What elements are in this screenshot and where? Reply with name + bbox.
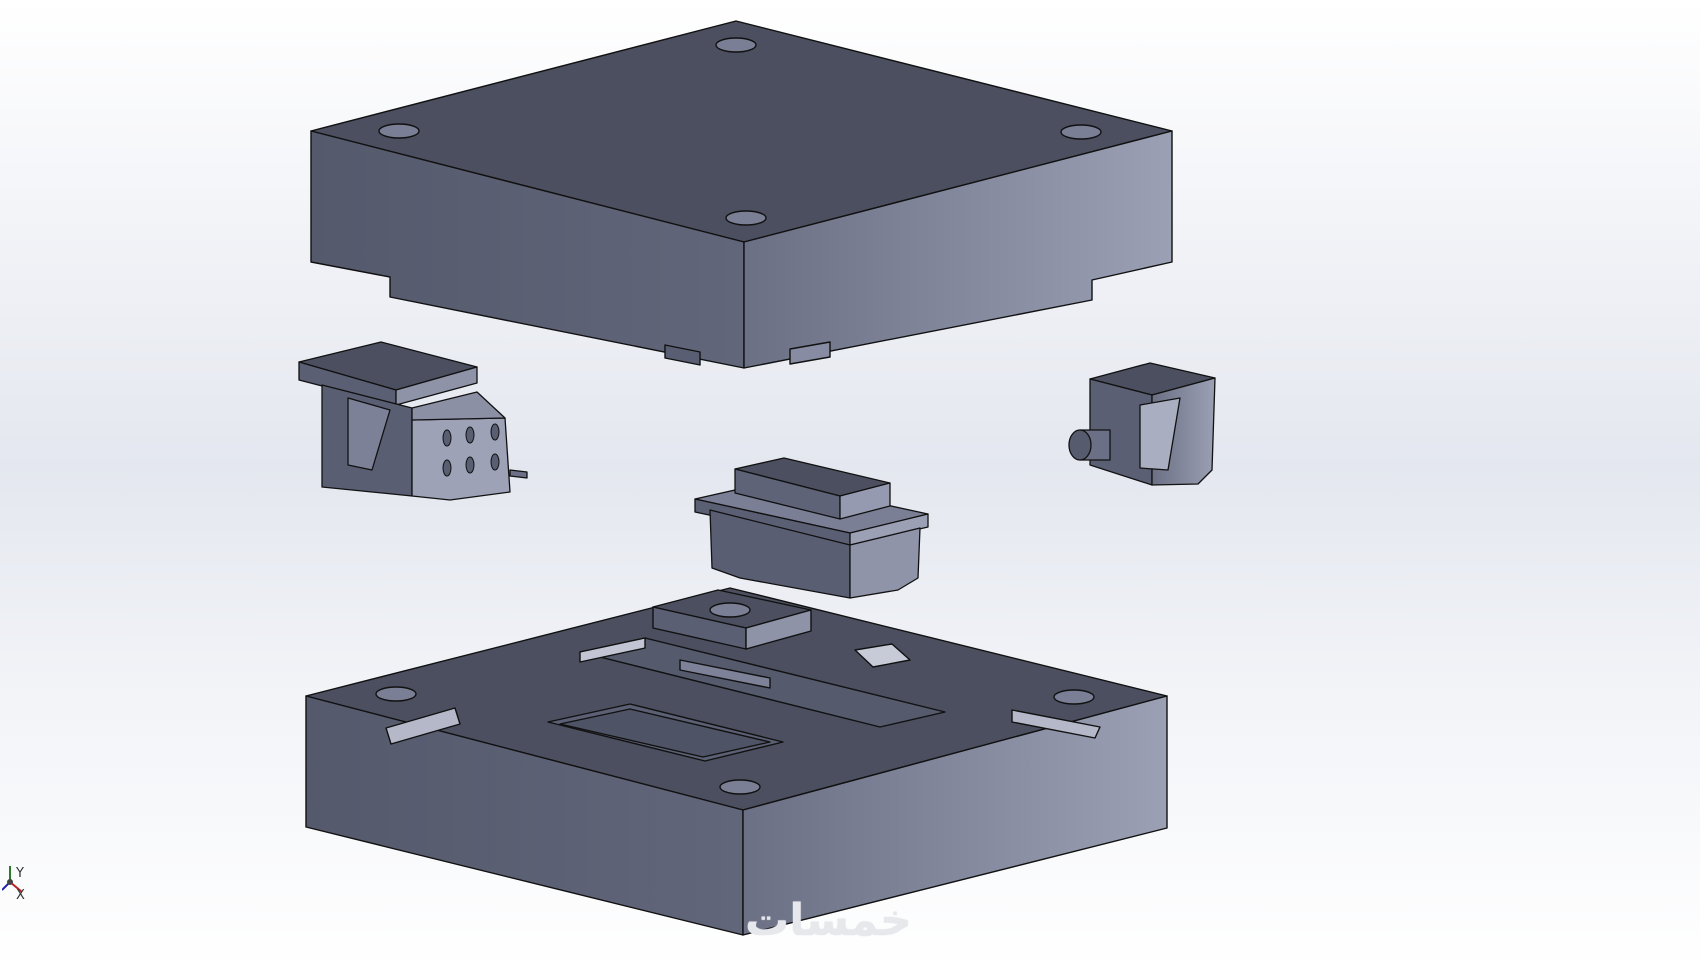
pin-hole [490,423,500,441]
right-slide-pin-tip [1068,429,1092,461]
slide-channel-wall [579,637,646,663]
right-slide-wedge [1139,397,1181,471]
slide-pocket [854,643,911,668]
bolt-hole [1060,124,1102,140]
watermark-text: خمسات [745,895,912,946]
core-boss-side [839,482,891,520]
bottom-plate-side-face [742,695,1168,936]
bottom-mold-plate[interactable] [305,587,1168,936]
bolt-hole [725,210,767,226]
mold-cavity-inner [559,708,771,758]
left-slide-core[interactable] [298,341,528,501]
left-slide-cap-side [395,366,478,406]
corner-pocket [385,707,461,745]
pin-hole [442,459,452,477]
top-plate-step [789,341,831,365]
pin-hole [442,429,452,447]
sprue-hole [709,602,751,618]
sprue-boss-side [745,609,812,650]
triad-y-label: Y [16,866,24,881]
axis-triad-icon [1,866,23,893]
corner-pocket [1011,709,1101,739]
bolt-hole [375,686,417,702]
core-flange-side [849,513,929,546]
bolt-hole [719,779,761,795]
center-core-insert[interactable] [694,457,929,599]
bolt-hole [1053,689,1095,705]
pin-hole [465,456,475,474]
left-slide-insert-top [411,391,506,421]
top-mold-plate[interactable] [310,20,1173,369]
core-body-side [849,527,921,599]
top-plate-step [664,344,701,366]
slide-pocket [679,659,771,689]
triad-x-label: X [16,888,25,903]
axis-triad [1,862,30,900]
bolt-hole [378,123,420,139]
pin-hole [490,453,500,471]
right-slide-core[interactable] [1068,362,1216,486]
pin-hole [465,426,475,444]
top-plate-side-face [743,130,1173,369]
left-slide-wedge [347,397,391,471]
left-slide-pin [509,469,528,479]
core-body-front [709,509,851,599]
bolt-hole [715,37,757,53]
